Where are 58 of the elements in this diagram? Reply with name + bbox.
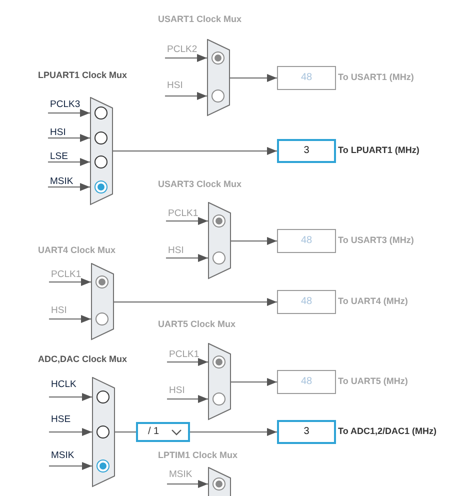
output-label: To LPUART1 (MHz) [338,145,420,155]
signal-name: HCLK [51,379,76,397]
signal-name: HSI [51,305,67,319]
arrow [48,428,92,436]
arrow [48,278,92,286]
arrow [48,134,90,142]
arrow [48,393,92,401]
value-field: 48 [277,66,336,90]
signal-name: HSI [169,385,185,399]
signal-name: MSIK [50,176,74,187]
value-field: 3 [277,139,336,163]
arrow [48,109,90,117]
mux-title: USART3 Clock Mux [158,179,242,189]
mux-title: ADC,DAC Clock Mux [38,354,128,364]
arrow [166,254,208,262]
arrow [230,378,278,386]
arrow [112,147,278,155]
arrow [48,183,90,191]
mux-title: UART5 Clock Mux [158,319,236,329]
divider-dropdown: / 1 [136,422,190,442]
output-label: To USART1 (MHz) [338,72,414,82]
signal-name: HSI [168,245,184,258]
mux-title: LPUART1 Clock Mux [38,70,128,80]
output-label: To ADC1,2/DAC1 (MHz) [338,426,436,436]
value-field: 48 [277,290,336,314]
arrow [190,428,278,436]
signal-name: HSI [167,80,183,96]
arrow [114,298,278,306]
value-field: 48 [277,229,336,253]
mux-title: LPTIM1 Clock Mux [158,450,238,460]
signal-name: PCLK3 [50,99,80,113]
mux-title: USART1 Clock Mux [158,14,242,24]
arrow [48,158,90,166]
arrow [230,74,278,82]
arrow [166,395,208,403]
signal-name: PCLK1 [169,349,200,362]
signal-name: HSI [50,127,66,138]
value-field: 48 [277,370,336,394]
signal-name: PCLK2 [167,44,198,58]
signal-name: PCLK1 [51,269,82,282]
arrow [166,358,208,366]
arrow [166,480,208,488]
arrow [48,462,92,470]
value-field: 3 [277,420,336,444]
signal-name: HSE [51,414,71,432]
arrow [164,54,208,62]
signal-name: PCLK1 [168,208,198,221]
output-label: To UART5 (MHz) [338,376,408,386]
arrow [230,237,278,245]
arrow [164,92,208,100]
signal-name: LSE [50,151,68,162]
arrow [166,217,208,225]
output-label: To UART4 (MHz) [338,296,408,306]
signal-name: MSIK [169,469,192,484]
arrow [48,315,92,323]
signal-name: MSIK [51,450,74,466]
output-label: To USART3 (MHz) [338,235,414,245]
mux-title: UART4 Clock Mux [38,245,116,255]
